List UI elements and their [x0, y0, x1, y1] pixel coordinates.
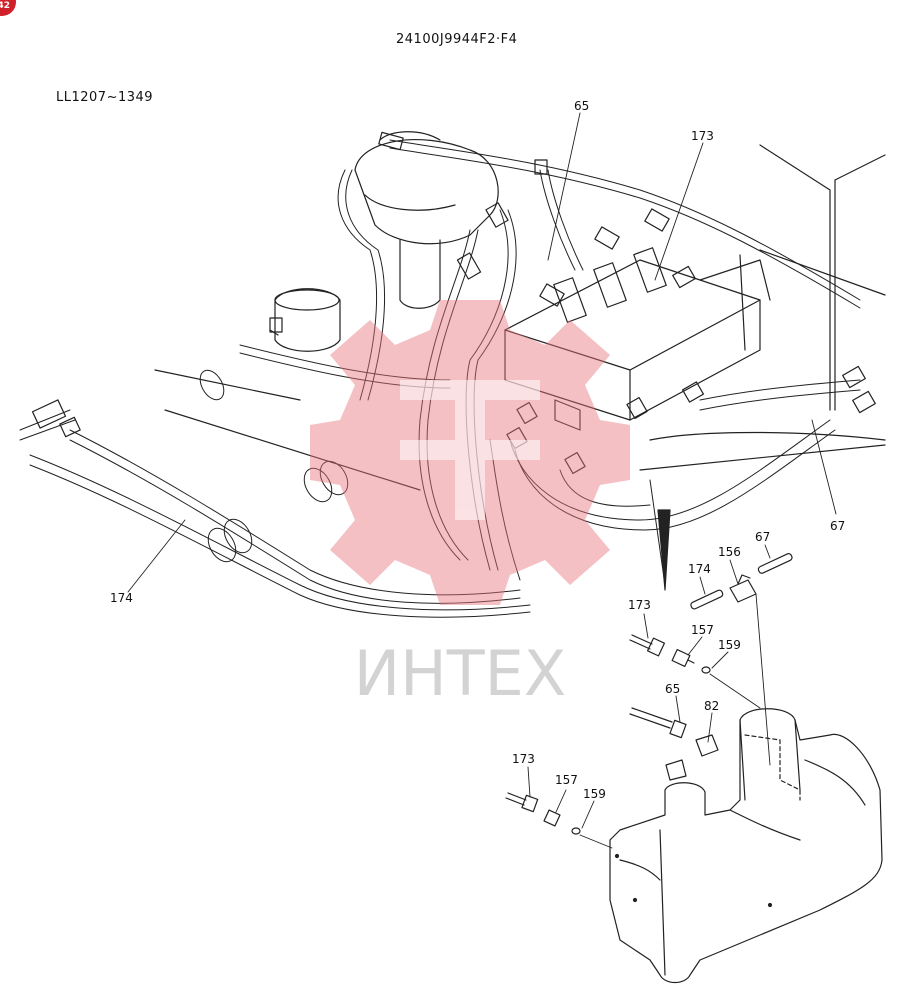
callout-157-mid: 157 — [691, 623, 714, 637]
callout-65-mid: 65 — [665, 682, 681, 696]
callout-173-mid: 173 — [628, 598, 651, 612]
hose-bundle — [19, 139, 861, 618]
serial-range: LL1207~1349 — [56, 90, 154, 105]
callout-173-low: 173 — [512, 752, 535, 766]
frame-structure — [154, 144, 886, 491]
callout-67-right: 67 — [830, 519, 846, 533]
callout-156: 156 — [718, 545, 741, 559]
callout-65-top: 65 — [574, 99, 590, 113]
filter-pot — [269, 288, 341, 352]
part-67-tube — [757, 553, 793, 574]
drawing-code: 24100J9944F2·F4 — [396, 32, 518, 47]
hose-fittings — [31, 131, 876, 475]
callout-159-low: 159 — [583, 787, 606, 801]
page-number: 42 — [0, 1, 10, 11]
callout-67-small: 67 — [755, 530, 771, 544]
control-valve-upper — [504, 247, 771, 431]
callout-174-left: 174 — [110, 591, 133, 605]
part-174-tube — [690, 589, 724, 610]
callout-159-mid: 159 — [718, 638, 741, 652]
exploded-view — [505, 479, 883, 984]
callout-173-top: 173 — [691, 129, 714, 143]
leader-lines — [127, 112, 837, 829]
callout-157-low: 157 — [555, 773, 578, 787]
callout-82: 82 — [704, 699, 720, 713]
tank-assembly — [354, 131, 499, 309]
callout-174-small: 174 — [688, 562, 711, 576]
